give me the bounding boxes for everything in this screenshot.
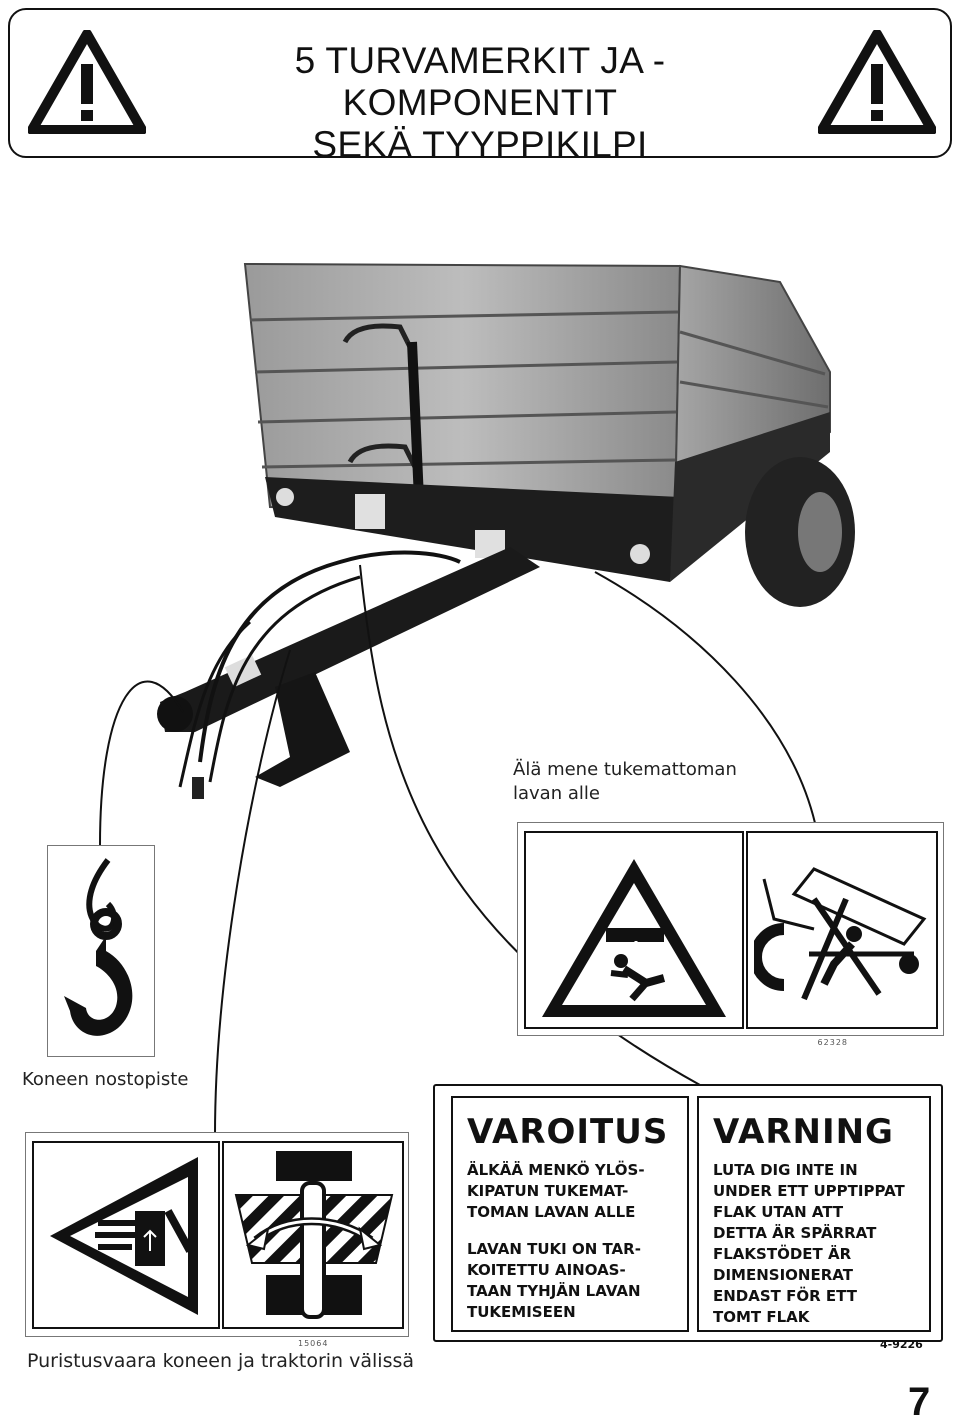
warning-sv-line: FLAKSTÖDET ÄR	[713, 1245, 852, 1263]
crush-under-load-icon	[542, 859, 726, 1017]
page-title: 5 TURVAMERKIT JA -KOMPONENTIT SEKÄ TYYPP…	[160, 40, 800, 166]
warning-triangle-icon	[28, 30, 146, 134]
warning-sv-line: FLAK UTAN ATT	[713, 1203, 844, 1221]
lifting-hook-icon	[64, 858, 133, 1036]
hand-crush-warning-icon	[50, 1157, 198, 1315]
warning-fi-text-2: LAVAN TUKI ON TAR- KOITETTU AINOAS- TAAN…	[467, 1239, 673, 1323]
warning-sv-panel: VARNING LUTA DIG INTE IN UNDER ETT UPPTI…	[697, 1096, 931, 1332]
tractor-hitch-crush-icon	[234, 1151, 394, 1319]
warning-fi-line: TAAN TYHJÄN LAVAN	[467, 1282, 641, 1300]
warning-fi-heading: VAROITUS	[467, 1112, 669, 1152]
title-line-2: SEKÄ TYYPPIKILPI	[312, 124, 648, 165]
no-entry-under-tipped-body-icon	[754, 867, 927, 1001]
warning-fi-line: KOITETTU AINOAS-	[467, 1261, 626, 1279]
crush-sign-right-panel	[222, 1141, 404, 1329]
warning-sign-code: 4-9226	[880, 1338, 923, 1351]
support-sign-right-panel	[746, 831, 938, 1029]
support-warning-sign: 62328	[517, 822, 944, 1047]
trailer-photo	[157, 262, 855, 799]
warning-fi-text-1: ÄLKÄÄ MENKÖ YLÖS- KIPATUN TUKEMAT- TOMAN…	[467, 1160, 673, 1223]
crush-hazard-caption: Puristusvaara koneen ja traktorin väliss…	[27, 1350, 415, 1372]
crush-hazard-sign: 15064	[25, 1132, 409, 1348]
warning-fi-line: TUKEMISEEN	[467, 1303, 576, 1321]
warning-fi-line: KIPATUN TUKEMAT-	[467, 1182, 629, 1200]
support-sign-left-panel	[524, 831, 744, 1029]
warning-fi-line: TOMAN LAVAN ALLE	[467, 1203, 636, 1221]
support-caption: Älä mene tukemattoman lavan alle	[513, 758, 737, 806]
lifting-point-caption: Koneen nostopiste	[22, 1069, 189, 1090]
page-number: 7	[908, 1380, 931, 1424]
crush-sign-code: 15064	[298, 1339, 329, 1348]
warning-triangle-icon	[818, 30, 936, 134]
support-caption-line-1: Älä mene tukemattoman	[513, 759, 737, 780]
warning-sv-line: LUTA DIG INTE IN	[713, 1161, 858, 1179]
warning-sv-heading: VARNING	[713, 1112, 894, 1152]
crush-sign-left-panel	[32, 1141, 220, 1329]
warning-fi-line: LAVAN TUKI ON TAR-	[467, 1240, 641, 1258]
warning-fi-panel: VAROITUS ÄLKÄÄ MENKÖ YLÖS- KIPATUN TUKEM…	[451, 1096, 689, 1332]
warning-sv-line: TOMT FLAK	[713, 1308, 810, 1326]
support-caption-line-2: lavan alle	[513, 783, 600, 804]
header-box	[8, 8, 952, 158]
warning-sv-text: LUTA DIG INTE IN UNDER ETT UPPTIPPAT FLA…	[713, 1160, 915, 1328]
warning-sv-line: ENDAST FÖR ETT	[713, 1287, 857, 1305]
lifting-point-sign	[47, 845, 155, 1057]
warning-sv-line: DETTA ÄR SPÄRRAT	[713, 1224, 877, 1242]
warning-sv-line: DIMENSIONERAT	[713, 1266, 853, 1284]
tipping-warning-sign: VAROITUS ÄLKÄÄ MENKÖ YLÖS- KIPATUN TUKEM…	[433, 1084, 943, 1342]
warning-fi-line: ÄLKÄÄ MENKÖ YLÖS-	[467, 1161, 645, 1179]
title-line-1: 5 TURVAMERKIT JA -KOMPONENTIT	[294, 40, 666, 123]
support-sign-code: 62328	[817, 1038, 848, 1047]
warning-sv-line: UNDER ETT UPPTIPPAT	[713, 1182, 905, 1200]
